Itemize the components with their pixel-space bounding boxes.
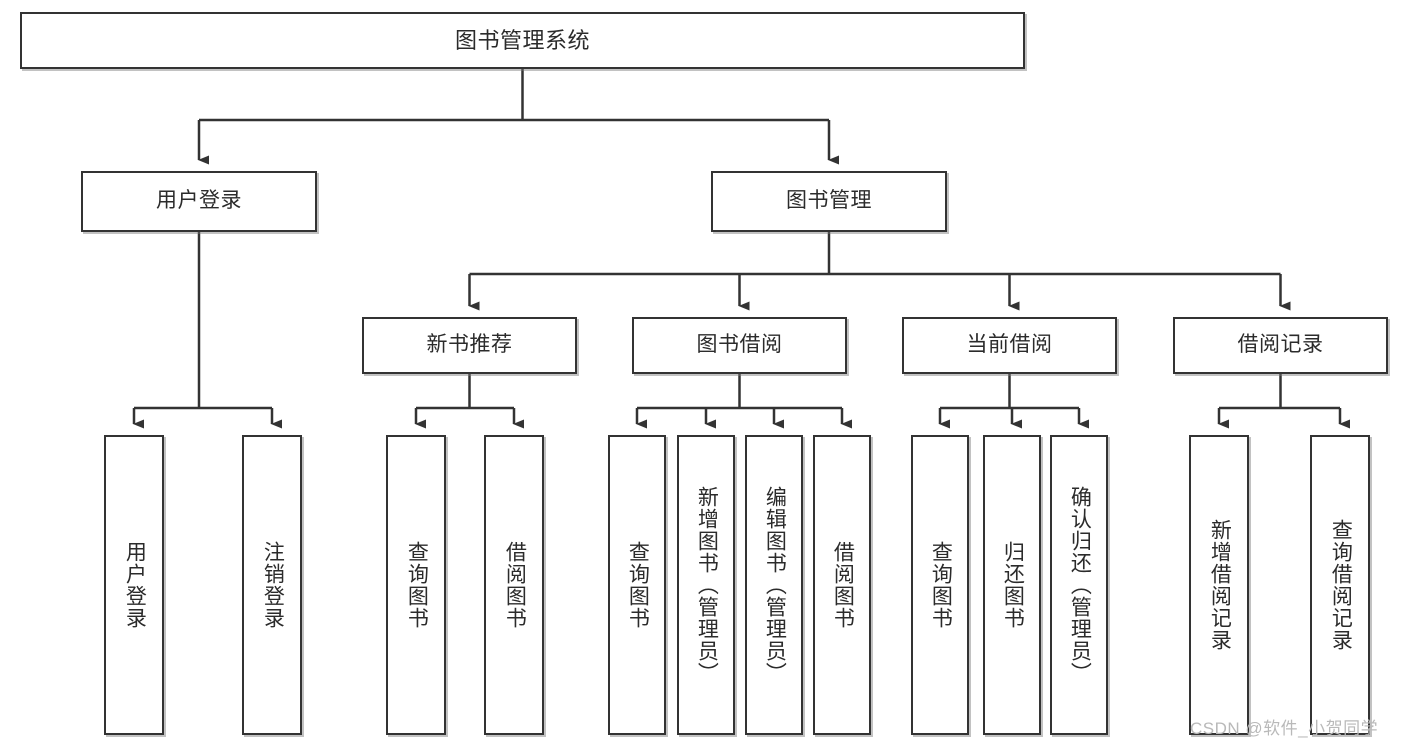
leaf-query-record[interactable]: 查询借阅记录 [1310,435,1370,735]
leaf-confirm-return-label: 确认归还（管理员） [1068,486,1092,684]
leaf-borrow-book-2[interactable]: 借阅图书 [813,435,871,735]
leaf-user-login[interactable]: 用户登录 [104,435,164,735]
node-root[interactable]: 图书管理系统 [20,12,1025,69]
node-book-manage[interactable]: 图书管理 [711,171,947,232]
node-current-borrow[interactable]: 当前借阅 [902,317,1117,374]
node-borrow-record[interactable]: 借阅记录 [1173,317,1388,374]
leaf-add-book[interactable]: 新增图书（管理员） [677,435,735,735]
leaf-query-book-3[interactable]: 查询图书 [911,435,969,735]
leaf-query-book-2[interactable]: 查询图书 [608,435,666,735]
node-borrow-record-label: 借阅记录 [1237,333,1324,357]
leaf-user-logout-label: 注销登录 [261,541,285,629]
leaf-add-book-label: 新增图书（管理员） [695,486,719,684]
node-root-label: 图书管理系统 [454,27,590,53]
leaf-add-record[interactable]: 新增借阅记录 [1189,435,1249,735]
leaf-edit-book-label: 编辑图书（管理员） [763,486,787,684]
leaf-add-record-label: 新增借阅记录 [1208,519,1232,651]
node-book-manage-label: 图书管理 [786,189,872,213]
leaf-query-book-1[interactable]: 查询图书 [386,435,446,735]
leaf-borrow-book-2-label: 借阅图书 [831,541,855,629]
leaf-user-logout[interactable]: 注销登录 [242,435,302,735]
leaf-edit-book[interactable]: 编辑图书（管理员） [745,435,803,735]
leaf-query-book-1-label: 查询图书 [405,541,429,629]
node-new-book-recommend-label: 新书推荐 [426,333,513,357]
leaf-query-book-3-label: 查询图书 [929,541,953,629]
node-user-login-label: 用户登录 [156,189,242,213]
leaf-borrow-book-1-label: 借阅图书 [503,541,527,629]
leaf-user-login-label: 用户登录 [123,541,147,629]
leaf-return-book-label: 归还图书 [1001,541,1025,629]
leaf-query-record-label: 查询借阅记录 [1329,519,1353,651]
leaf-borrow-book-1[interactable]: 借阅图书 [484,435,544,735]
node-book-borrow[interactable]: 图书借阅 [632,317,847,374]
leaf-query-book-2-label: 查询图书 [626,541,650,629]
leaf-confirm-return[interactable]: 确认归还（管理员） [1050,435,1108,735]
node-book-borrow-label: 图书借阅 [696,333,783,357]
leaf-return-book[interactable]: 归还图书 [983,435,1041,735]
node-current-borrow-label: 当前借阅 [966,333,1053,357]
node-user-login[interactable]: 用户登录 [81,171,317,232]
node-new-book-recommend[interactable]: 新书推荐 [362,317,577,374]
